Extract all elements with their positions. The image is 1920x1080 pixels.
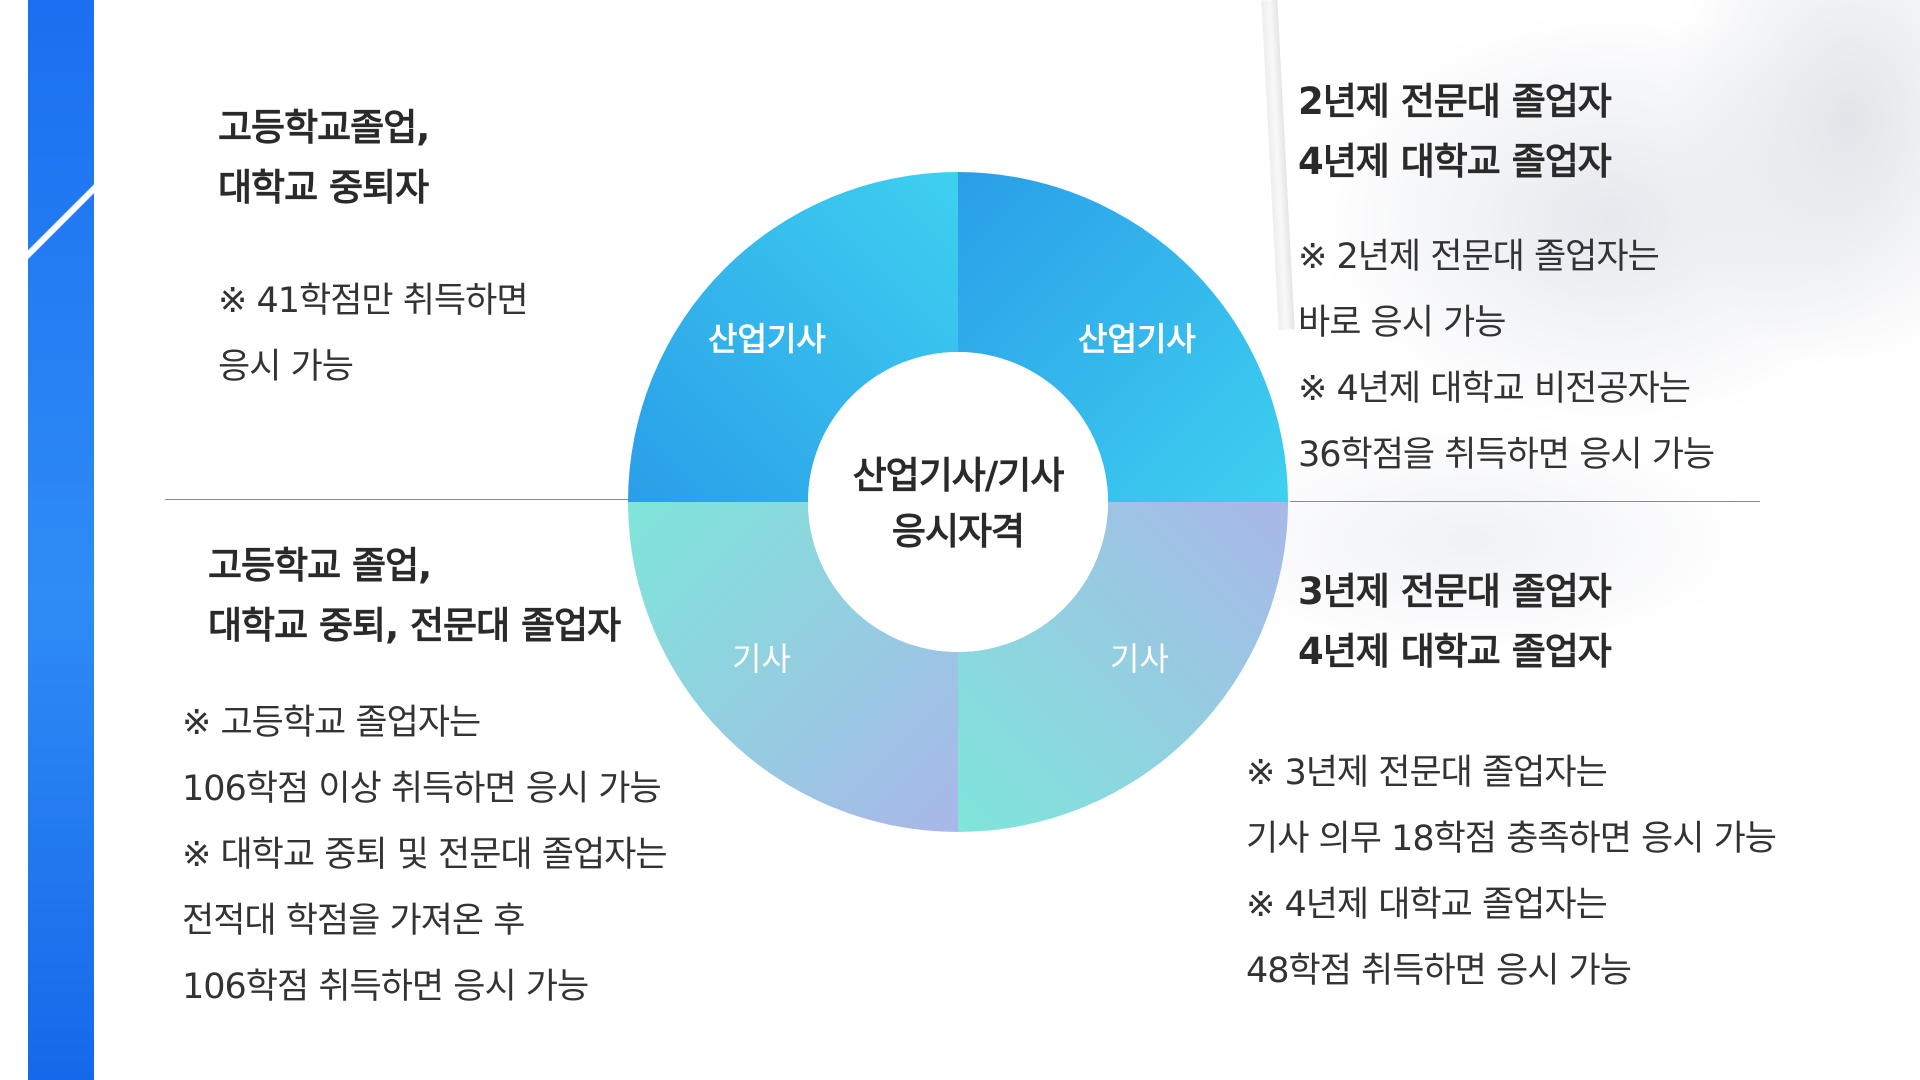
top-left-title-1: 고등학교졸업, [218, 106, 430, 149]
segment-label-top-left: 산업기사 [708, 320, 826, 358]
top-right-block: 2년제 전문대 졸업자 4년제 대학교 졸업자 ※ 2년제 전문대 졸업자는 바… [1298, 72, 1715, 488]
segment-bottom-right [958, 502, 1288, 832]
bottom-right-block: 3년제 전문대 졸업자 4년제 대학교 졸업자 [1298, 562, 1612, 682]
segment-bottom-left [628, 502, 958, 832]
bottom-left-note-1: ※ 고등학교 졸업자는 [182, 703, 481, 743]
top-right-note-2: 바로 응시 가능 [1298, 303, 1506, 343]
qualification-donut-diagram: 산업기사 산업기사 기사 기사 산업기사/기사 응시자격 [628, 172, 1288, 832]
bottom-left-note-4: 전적대 학점을 가져온 후 [182, 901, 525, 941]
center-title-line2: 응시자격 [891, 510, 1025, 553]
bottom-right-note-3: ※ 4년제 대학교 졸업자는 [1246, 885, 1608, 925]
left-accent-bar [28, 0, 94, 1080]
divider-left [165, 499, 635, 500]
accent-bar-diagonal [28, 165, 94, 275]
bottom-right-title-2: 4년제 대학교 졸업자 [1298, 630, 1612, 673]
top-right-note-1: ※ 2년제 전문대 졸업자는 [1298, 237, 1660, 277]
top-left-note-1: ※ 41학점만 취득하면 [218, 281, 529, 321]
segment-top-left [628, 172, 958, 502]
bottom-left-note-3: ※ 대학교 중퇴 및 전문대 졸업자는 [182, 835, 668, 875]
top-right-title-2: 4년제 대학교 졸업자 [1298, 140, 1612, 183]
center-title-line1: 산업기사/기사 [852, 454, 1065, 497]
bottom-left-note-5: 106학점 취득하면 응시 가능 [182, 967, 589, 1007]
segment-label-bottom-right: 기사 [1110, 640, 1169, 678]
segment-top-right [958, 172, 1288, 502]
divider-right [1290, 501, 1760, 502]
top-left-note-2: 응시 가능 [218, 347, 354, 387]
bottom-left-title-2: 대학교 중퇴, 전문대 졸업자 [208, 604, 621, 647]
top-right-title-1: 2년제 전문대 졸업자 [1298, 80, 1612, 123]
bottom-right-note-1: ※ 3년제 전문대 졸업자는 [1246, 753, 1608, 793]
bottom-left-note-2: 106학점 이상 취득하면 응시 가능 [182, 769, 662, 809]
bottom-right-note-2: 기사 의무 18학점 충족하면 응시 가능 [1246, 819, 1777, 859]
top-left-block: 고등학교졸업, 대학교 중퇴자 ※ 41학점만 취득하면 응시 가능 [218, 98, 529, 400]
top-right-note-3: ※ 4년제 대학교 비전공자는 [1298, 369, 1691, 409]
bottom-right-note-4: 48학점 취득하면 응시 가능 [1246, 951, 1632, 991]
top-left-title-2: 대학교 중퇴자 [218, 166, 429, 209]
segment-label-top-right: 산업기사 [1078, 320, 1196, 358]
bottom-left-title-1: 고등학교 졸업, [208, 544, 432, 587]
donut-hole [808, 352, 1108, 652]
bottom-left-block: 고등학교 졸업, 대학교 중퇴, 전문대 졸업자 [208, 536, 621, 656]
bottom-right-notes: ※ 3년제 전문대 졸업자는 기사 의무 18학점 충족하면 응시 가능 ※ 4… [1246, 740, 1777, 1004]
top-right-note-4: 36학점을 취득하면 응시 가능 [1298, 435, 1715, 475]
segment-label-bottom-left: 기사 [732, 640, 791, 678]
bottom-left-notes: ※ 고등학교 졸업자는 106학점 이상 취득하면 응시 가능 ※ 대학교 중퇴… [182, 690, 668, 1020]
donut-svg [628, 172, 1288, 832]
bottom-right-title-1: 3년제 전문대 졸업자 [1298, 570, 1612, 613]
